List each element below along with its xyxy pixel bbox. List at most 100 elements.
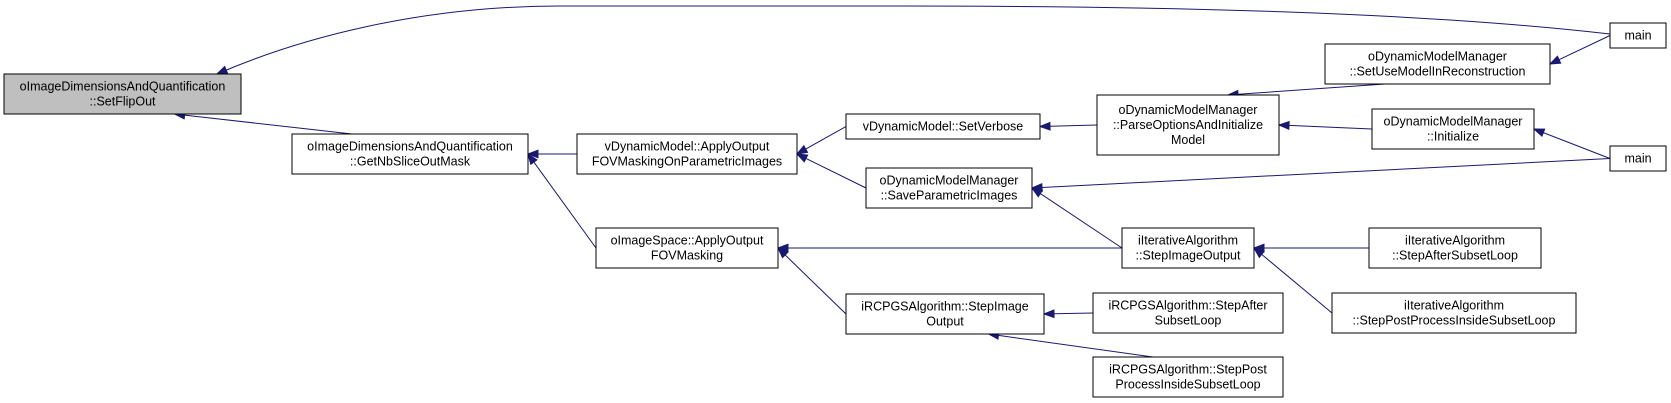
- nodes-layer: oImageDimensionsAndQuantification::SetFl…: [3, 22, 1667, 398]
- node-label: oDynamicModelManager: [1368, 50, 1507, 64]
- node-box: [576, 133, 798, 175]
- node-iter-post[interactable]: iIterativeAlgorithm::StepPostProcessInsi…: [1331, 292, 1577, 334]
- node-setverbose[interactable]: vDynamicModel::SetVerbose: [845, 113, 1041, 140]
- edge-rcpgs-post-to-rcpgs-step: [987, 330, 1154, 358]
- edge-line: [1543, 132, 1611, 159]
- node-label: iIterativeAlgorithm: [1405, 234, 1505, 248]
- node-label: vDynamicModel::ApplyOutput: [605, 140, 770, 154]
- edge-line: [998, 334, 1154, 358]
- edge-parseopts-to-setverbose: [1038, 121, 1098, 131]
- edges-layer: [173, 5, 1611, 358]
- edge-rcpgs-step-to-imgspace: [776, 247, 847, 315]
- edge-main2-to-saveparam: [1030, 158, 1611, 192]
- node-label: iIterativeAlgorithm: [1404, 299, 1504, 313]
- node-label: oDynamicModelManager: [880, 174, 1019, 188]
- edge-arrowhead: [1532, 128, 1546, 138]
- node-setusemodel[interactable]: oDynamicModelManager::SetUseModelInRecon…: [1324, 43, 1551, 85]
- node-box: [1121, 227, 1255, 269]
- edge-arrowhead: [776, 247, 789, 259]
- node-label: oDynamicModelManager: [1384, 115, 1523, 129]
- node-label: SubsetLoop: [1155, 314, 1222, 328]
- node-label: oImageDimensionsAndQuantification: [307, 140, 513, 154]
- edge-arrowhead: [526, 149, 539, 159]
- node-main1[interactable]: main: [1609, 22, 1667, 49]
- edge-iter-step-to-imgspace: [776, 243, 1122, 253]
- edge-initialize-to-parseopts: [1277, 120, 1373, 130]
- edge-arrowhead: [1548, 55, 1562, 65]
- edge-arrowhead: [1038, 121, 1051, 131]
- edge-line: [1041, 158, 1611, 188]
- node-label: ::Initialize: [1427, 130, 1479, 144]
- edge-arrowhead: [795, 153, 809, 163]
- node-label: vDynamicModel::SetVerbose: [863, 120, 1024, 134]
- edge-line: [1049, 124, 1098, 127]
- node-label: Output: [926, 315, 964, 329]
- node-getnbslice[interactable]: oImageDimensionsAndQuantification::GetNb…: [291, 133, 529, 175]
- node-box: [291, 133, 529, 175]
- node-label: ::SetUseModelInReconstruction: [1350, 65, 1526, 79]
- node-label: iRCPGSAlgorithm::StepPost: [1109, 363, 1267, 377]
- node-label: oDynamicModelManager: [1119, 103, 1258, 117]
- node-label: ::ParseOptionsAndInitialize: [1113, 118, 1263, 132]
- node-setflipout[interactable]: oImageDimensionsAndQuantification::SetFl…: [3, 73, 242, 115]
- node-rcpgs-step[interactable]: iRCPGSAlgorithm::StepImageOutput: [845, 293, 1045, 335]
- node-box: [1368, 227, 1542, 269]
- edge-line: [184, 114, 353, 135]
- node-label: ::SaveParametricImages: [881, 189, 1018, 203]
- node-rcpgs-after[interactable]: iRCPGSAlgorithm::StepAfterSubsetLoop: [1092, 292, 1284, 334]
- edge-main1-to-setusemodel: [1548, 35, 1611, 65]
- node-box: [1096, 94, 1280, 156]
- node-box: [865, 167, 1033, 209]
- node-box: [845, 113, 1041, 140]
- node-rcpgs-post[interactable]: iRCPGSAlgorithm::StepPostProcessInsideSu…: [1092, 356, 1284, 398]
- edge-main2-to-initialize: [1532, 128, 1611, 159]
- edge-arrowhead: [1042, 309, 1055, 319]
- node-label: FOVMaskingOnParametricImages: [592, 155, 782, 169]
- node-label: oImageDimensionsAndQuantification: [20, 80, 226, 94]
- edge-arrowhead: [795, 144, 809, 155]
- edge-iter-step-to-saveparam: [1030, 187, 1123, 249]
- node-parseopts[interactable]: oDynamicModelManager::ParseOptionsAndIni…: [1096, 94, 1280, 156]
- edge-saveparam-to-applyparam: [795, 153, 867, 189]
- node-label: main: [1624, 152, 1651, 166]
- node-label: FOVMasking: [651, 249, 723, 263]
- node-box: [1609, 145, 1667, 172]
- node-label: ProcessInsideSubsetLoop: [1115, 378, 1260, 392]
- edge-arrowhead: [1277, 120, 1290, 130]
- node-box: [1371, 108, 1535, 150]
- node-box: [595, 227, 779, 269]
- node-box: [1092, 292, 1284, 334]
- node-iter-after[interactable]: iIterativeAlgorithm::StepAfterSubsetLoop: [1368, 227, 1542, 269]
- node-label: iRCPGSAlgorithm::StepImage: [861, 300, 1028, 314]
- edge-line: [1237, 83, 1386, 95]
- node-label: main: [1624, 29, 1651, 43]
- edge-arrowhead: [1252, 247, 1265, 259]
- node-saveparam[interactable]: oDynamicModelManager::SaveParametricImag…: [865, 167, 1033, 209]
- edge-line: [805, 126, 847, 150]
- node-label: ::GetNbSliceOutMask: [350, 155, 471, 169]
- node-label: ::StepImageOutput: [1136, 249, 1241, 263]
- node-box: [1609, 22, 1667, 49]
- node-initialize[interactable]: oDynamicModelManager::Initialize: [1371, 108, 1535, 150]
- node-applyparam[interactable]: vDynamicModel::ApplyOutputFOVMaskingOnPa…: [576, 133, 798, 175]
- node-iter-step[interactable]: iIterativeAlgorithm::StepImageOutput: [1121, 227, 1255, 269]
- edge-line: [1288, 124, 1373, 130]
- edge-rcpgs-after-to-rcpgs-step: [1042, 309, 1094, 319]
- edge-line: [1558, 35, 1611, 61]
- edge-line: [533, 161, 597, 249]
- node-box: [845, 293, 1045, 335]
- node-main2[interactable]: main: [1609, 145, 1667, 172]
- node-box: [1092, 356, 1284, 398]
- node-label: Model: [1171, 133, 1205, 147]
- edge-imgspace-to-getnbslice: [527, 152, 597, 249]
- edge-line: [784, 254, 847, 315]
- edge-getnbslice-to-setflipout: [173, 110, 353, 135]
- edge-line: [1261, 254, 1333, 314]
- edge-iter-post-to-iter-step: [1252, 247, 1333, 314]
- edge-line: [216, 5, 1611, 75]
- edge-line: [805, 157, 867, 189]
- edge-setverbose-to-applyparam: [795, 126, 847, 155]
- node-label: iRCPGSAlgorithm::StepAfter: [1108, 299, 1267, 313]
